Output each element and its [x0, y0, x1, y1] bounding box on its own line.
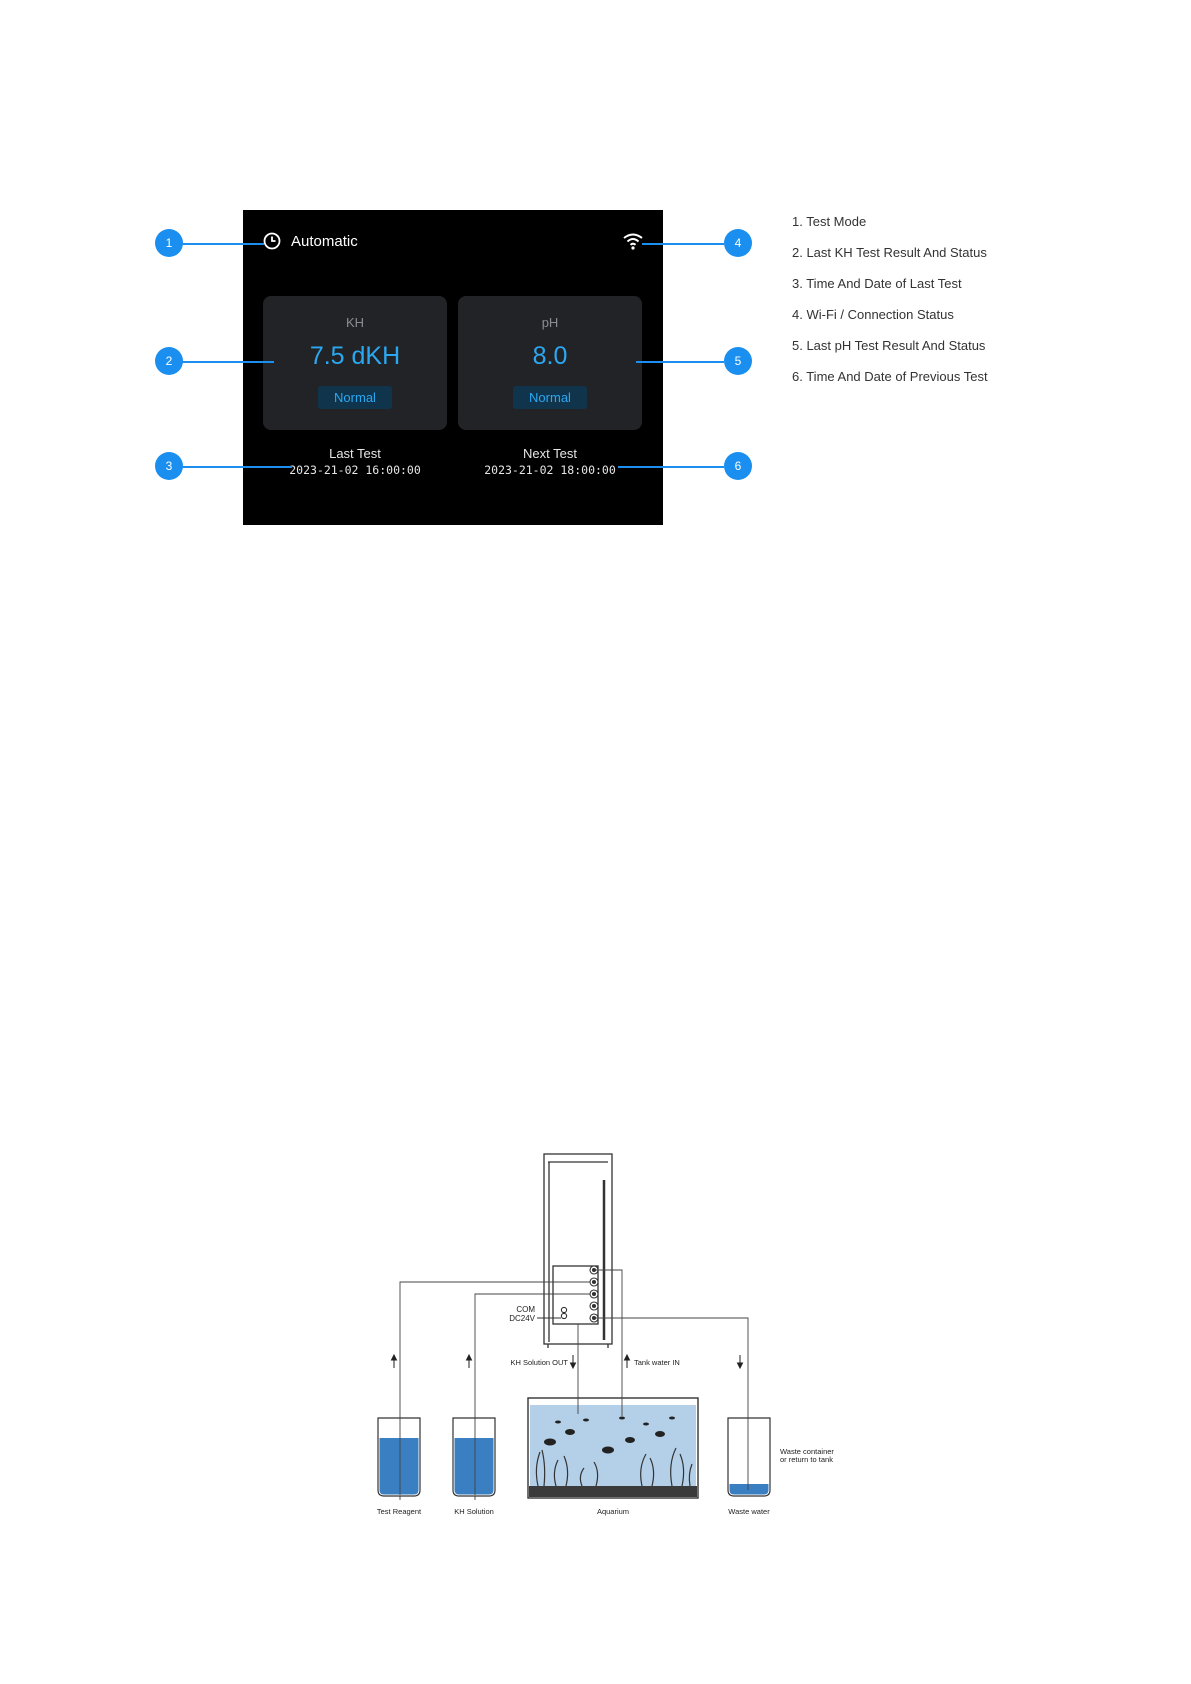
clock-icon	[263, 232, 281, 250]
dc24v-label: DC24V	[509, 1314, 535, 1323]
test-mode[interactable]: Automatic	[263, 232, 358, 250]
flow-arrows	[390, 1353, 744, 1370]
kh-status-badge: Normal	[318, 386, 392, 409]
next-test-time: 2023-21-02 18:00:00	[484, 463, 616, 477]
installation-diagram: COM DC24V KH Solution OUT Tank water IN	[377, 1153, 834, 1516]
test-reagent-container	[377, 1417, 421, 1497]
ph-title: pH	[541, 315, 559, 330]
kh-solution-label: KH Solution	[454, 1507, 494, 1516]
callout-2: 2	[155, 347, 183, 375]
callout-line-6	[618, 466, 724, 468]
callout-line-2	[182, 361, 274, 363]
callout-line-5	[636, 361, 724, 363]
waste-water-label: Waste water	[728, 1507, 770, 1516]
callout-line-1	[182, 243, 264, 245]
kh-title: KH	[345, 315, 365, 330]
port-connectors	[560, 1265, 599, 1323]
device-display: Automatic KH 7.5 dKH Normal pH 8.0 Norma…	[243, 210, 663, 525]
kh-value: 7.5 dKH	[309, 342, 401, 370]
test-mode-label: Automatic	[291, 232, 358, 250]
ph-card[interactable]: pH 8.0 Normal	[458, 296, 642, 430]
callout-1: 1	[155, 229, 183, 257]
callout-5: 5	[724, 347, 752, 375]
next-test: Next Test 2023-21-02 18:00:00	[458, 446, 642, 477]
device-unit	[543, 1153, 613, 1348]
legend-item: 4. Wi-Fi / Connection Status	[792, 307, 954, 322]
callout-3: 3	[155, 452, 183, 480]
legend-item: 1. Test Mode	[792, 214, 867, 229]
legend-item: 5. Last pH Test Result And Status	[792, 338, 986, 353]
aquarium	[527, 1397, 699, 1499]
waste-note-line-1: Waste container	[780, 1447, 834, 1456]
legend-item: 3. Time And Date of Last Test	[792, 276, 962, 291]
waste-note-line-2: or return to tank	[780, 1455, 833, 1464]
last-test: Last Test 2023-21-02 16:00:00	[263, 446, 447, 477]
callout-6: 6	[724, 452, 752, 480]
last-test-label: Last Test	[329, 446, 381, 461]
kh-solution-container	[452, 1417, 496, 1497]
callout-4: 4	[724, 229, 752, 257]
waste-water-container	[727, 1417, 771, 1497]
kh-solution-out-label: KH Solution OUT	[510, 1358, 568, 1367]
ph-status-badge: Normal	[513, 386, 587, 409]
last-test-time: 2023-21-02 16:00:00	[289, 463, 421, 477]
com-label: COM	[516, 1305, 535, 1314]
legend-item: 2. Last KH Test Result And Status	[792, 245, 987, 260]
callout-legend: 1. Test Mode 2. Last KH Test Result And …	[792, 214, 988, 400]
callout-line-4	[642, 243, 724, 245]
kh-card[interactable]: KH 7.5 dKH Normal	[263, 296, 447, 430]
next-test-label: Next Test	[523, 446, 577, 461]
aquarium-label: Aquarium	[597, 1507, 629, 1516]
callout-line-3	[182, 466, 292, 468]
test-reagent-label: Test Reagent	[377, 1507, 422, 1516]
legend-item: 6. Time And Date of Previous Test	[792, 369, 988, 384]
wifi-icon[interactable]	[623, 232, 643, 250]
ph-value: 8.0	[532, 342, 568, 370]
tank-water-in-label: Tank water IN	[634, 1358, 680, 1367]
